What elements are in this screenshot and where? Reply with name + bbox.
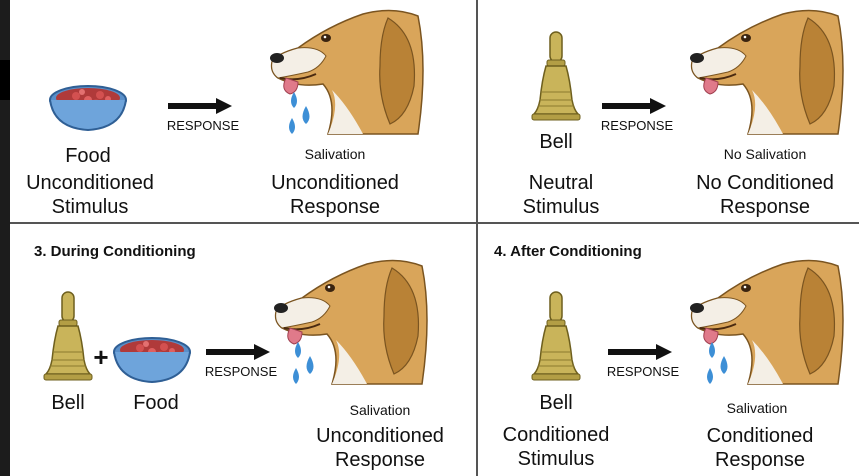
dog-head-icon — [690, 259, 844, 385]
stimulus-name: Food — [65, 145, 111, 167]
arrow-icon — [206, 344, 270, 360]
response-type: Unconditioned Response — [271, 172, 399, 218]
arrow-icon — [168, 98, 232, 114]
response-name: Salivation — [349, 402, 411, 418]
response-type: No Conditioned Response — [696, 172, 834, 218]
bell-icon — [531, 31, 581, 121]
stimulus-type: Neutral Stimulus — [522, 172, 600, 218]
response-type: Conditioned Response — [706, 425, 814, 471]
arrow-label: RESPONSE — [166, 118, 240, 133]
stimulus-type: Conditioned Stimulus — [502, 424, 610, 470]
food-label: Food — [133, 392, 179, 414]
left-edge — [0, 0, 10, 476]
response-name: No Salivation — [723, 146, 807, 162]
diagram-frame: RESPONSE Food Unconditioned Stimulus Sal… — [10, 0, 859, 476]
arrow-icon — [608, 344, 672, 360]
plus-sign: + — [93, 342, 109, 372]
bell-icon — [531, 291, 581, 381]
panel-title: 4. After Conditioning — [494, 243, 642, 260]
arrow-icon — [602, 98, 666, 114]
stimulus-name: Bell — [539, 131, 573, 153]
arrow-label: RESPONSE — [606, 364, 680, 379]
arrow-label: RESPONSE — [204, 364, 278, 379]
stimulus-type: Unconditioned Stimulus — [26, 172, 154, 218]
panel-title: 3. During Conditioning — [34, 243, 196, 260]
saliva-drops-icon — [707, 342, 728, 384]
response-name: Salivation — [726, 400, 788, 416]
vertical-divider — [476, 0, 478, 476]
saliva-drops-icon — [293, 342, 314, 384]
arrow-label: RESPONSE — [600, 118, 674, 133]
dog-head-icon — [690, 9, 844, 135]
saliva-drops-icon — [289, 92, 310, 134]
bell-label: Bell — [51, 392, 85, 414]
horizontal-divider — [10, 222, 859, 224]
food-bowl-icon — [49, 85, 127, 132]
response-name: Salivation — [304, 146, 366, 162]
stimulus-name: Bell — [539, 392, 573, 414]
food-bowl-icon — [113, 337, 191, 384]
dog-head-icon — [274, 259, 428, 385]
dog-head-icon — [270, 9, 424, 135]
response-type: Unconditioned Response — [316, 425, 444, 471]
bell-icon — [43, 291, 93, 381]
